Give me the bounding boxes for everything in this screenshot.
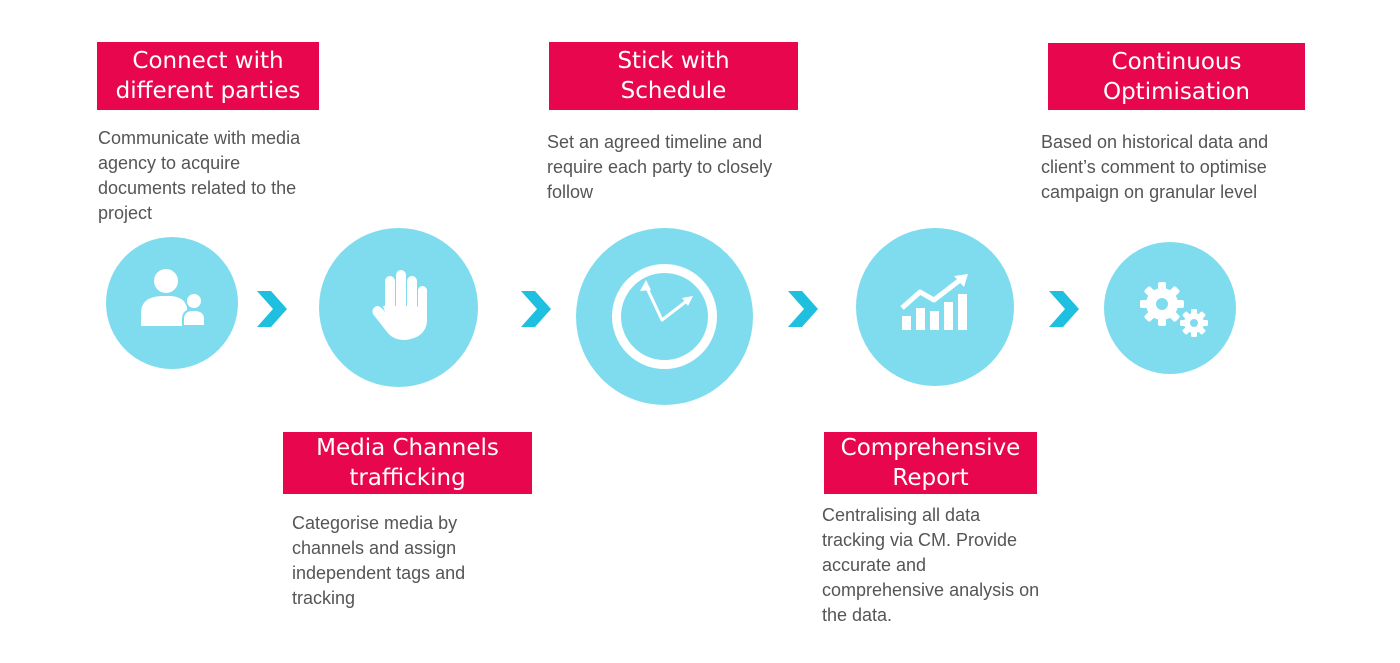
step-1-circle bbox=[106, 237, 238, 369]
step-2-circle bbox=[319, 228, 478, 387]
step-3-description: Set an agreed timeline and require each … bbox=[547, 132, 773, 202]
step-1-title-line-2: different parties bbox=[115, 78, 301, 104]
step-1-description: Communicate with media agency to acquire… bbox=[98, 128, 301, 223]
chevron-right-icon bbox=[1049, 291, 1079, 327]
clock-icon bbox=[612, 264, 717, 369]
step-3-title-line-2: Schedule bbox=[620, 78, 727, 104]
step-5-description: Based on historical data and client’s co… bbox=[1041, 132, 1269, 202]
step-2-title-line-2: trafficking bbox=[349, 465, 466, 491]
chevron-right-icon bbox=[521, 291, 551, 327]
step-5-title-line-1: Continuous bbox=[1111, 48, 1242, 75]
step-1-title: Connect with different parties bbox=[97, 42, 319, 110]
chevron-right-icon bbox=[788, 291, 818, 327]
people-icon bbox=[141, 269, 206, 327]
growth-chart-icon bbox=[900, 274, 968, 330]
step-4-title: Comprehensive Report bbox=[824, 432, 1037, 494]
step-4-title-line-2: Report bbox=[892, 465, 969, 491]
step-3-title: Stick with Schedule bbox=[549, 42, 798, 110]
step-1-title-line-1: Connect with bbox=[132, 48, 284, 74]
step-2-title-line-1: Media Channels bbox=[316, 435, 499, 461]
step-5-title-line-2: Optimisation bbox=[1102, 78, 1251, 105]
step-3-circle bbox=[576, 228, 753, 405]
step-4-circle bbox=[856, 228, 1014, 386]
step-5-title: Continuous Optimisation bbox=[1048, 43, 1305, 110]
gears-icon bbox=[1140, 282, 1208, 337]
step-3-title-line-1: Stick with bbox=[617, 48, 730, 74]
chevron-right-icon bbox=[257, 291, 287, 327]
step-4-description: Centralising all data tracking via CM. P… bbox=[822, 505, 1040, 625]
step-2-description: Categorise media by channels and assign … bbox=[292, 513, 466, 608]
step-5-circle bbox=[1104, 242, 1236, 374]
step-2-title: Media Channels trafficking bbox=[283, 432, 532, 494]
hand-icon bbox=[372, 270, 427, 340]
step-4-title-line-1: Comprehensive bbox=[840, 435, 1021, 461]
